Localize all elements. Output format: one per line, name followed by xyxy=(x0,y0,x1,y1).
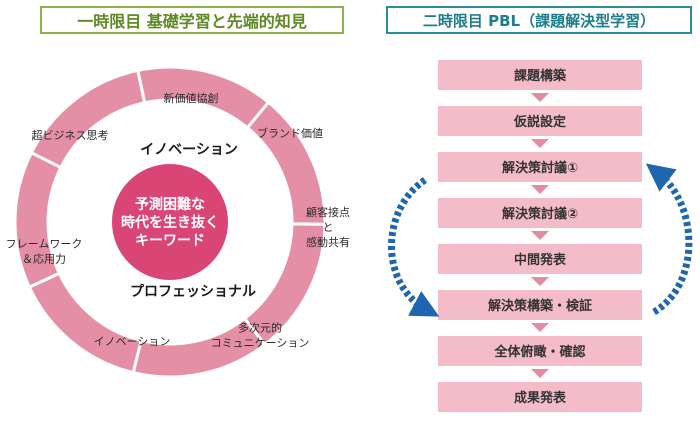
step-label: 解決策構築・検証 xyxy=(487,298,592,314)
outer-ring xyxy=(13,65,327,379)
step-down-arrow-icon xyxy=(531,369,549,378)
segment-label: 超ビジネス思考 xyxy=(32,128,109,142)
step-box xyxy=(438,60,642,90)
step-box xyxy=(438,152,642,182)
step-down-arrow-icon xyxy=(531,93,549,102)
step-label: 成果発表 xyxy=(514,390,567,406)
segment-label: 新価値協創 xyxy=(164,91,219,105)
cycle-arrow-right-icon xyxy=(645,163,693,316)
segment-label: フレームワーク xyxy=(6,238,83,251)
left-panel-title: 一時限目 基礎学習と先端的知見 xyxy=(40,6,344,34)
step-label: 解決策討議① xyxy=(501,160,578,176)
step-label: 解決策討議② xyxy=(501,206,578,222)
center-line-3: キーワード xyxy=(135,233,205,249)
segment-label: ブランド価値 xyxy=(257,126,323,140)
center-line-2: 時代を生き抜く xyxy=(121,214,219,231)
cycle-arrow-left-icon xyxy=(388,177,440,317)
step-box xyxy=(438,336,642,366)
segment-label: 顧客接点 xyxy=(306,205,350,219)
center-line-1: 予測困難な xyxy=(135,196,205,213)
segment-label: コミュニケーション xyxy=(211,337,310,350)
step-box xyxy=(438,244,642,274)
step-box xyxy=(438,290,642,320)
step-label: 全体俯瞰・確認 xyxy=(493,344,585,360)
step-label: 課題構築 xyxy=(514,68,567,84)
step-down-arrow-icon xyxy=(531,277,549,286)
segment-label: 多次元的 xyxy=(238,321,282,335)
segment-label: ＆応用力 xyxy=(22,252,66,266)
segment-label: 感動共有 xyxy=(306,235,350,249)
center-circle xyxy=(112,164,228,280)
step-box xyxy=(438,198,642,228)
step-down-arrow-icon xyxy=(531,231,549,240)
step-box xyxy=(438,382,642,412)
step-label: 中間発表 xyxy=(514,252,567,268)
step-down-arrow-icon xyxy=(531,139,549,148)
step-box xyxy=(438,106,642,136)
inner-ring-top-label: イノベーション xyxy=(140,142,238,158)
step-label: 仮説設定 xyxy=(513,114,566,130)
right-panel-title: 二時限目 PBL（課題解決型学習） xyxy=(386,6,692,34)
step-down-arrow-icon xyxy=(531,323,549,332)
segment-label: イノベーション xyxy=(94,335,171,348)
inner-ring-bottom-label: プロフェッショナル xyxy=(130,284,256,300)
segment-label: と xyxy=(323,221,334,234)
step-down-arrow-icon xyxy=(531,185,549,194)
